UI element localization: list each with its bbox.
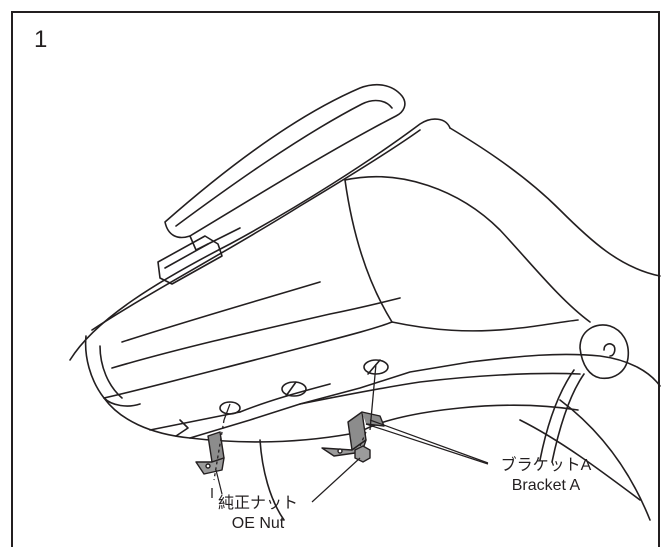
oe-nut-icon [354, 445, 371, 463]
mounting-hole-right [363, 359, 389, 375]
grip-slot [157, 235, 223, 285]
oe-nut-label-jp: 純正ナット [217, 495, 298, 512]
mounting-hole-left [219, 401, 241, 415]
leader-nut [311, 457, 361, 503]
oe-nut-label-en: OE Nut [231, 515, 285, 532]
bracket-a-callout: ブラケットA Bracket A [490, 456, 602, 496]
oe-nut-callout: 純正ナット OE Nut [206, 494, 310, 534]
bracket-a-label-jp: ブラケットA [500, 457, 592, 474]
leader-bracket [369, 419, 489, 464]
bracket-left [195, 431, 225, 475]
mounting-hole-center [281, 381, 307, 397]
bracket-a-label-en: Bracket A [511, 477, 581, 494]
bumper-panel [69, 118, 451, 361]
step-number: 1 [34, 26, 48, 53]
bracket-right [321, 411, 385, 457]
tow-hook [579, 324, 630, 380]
